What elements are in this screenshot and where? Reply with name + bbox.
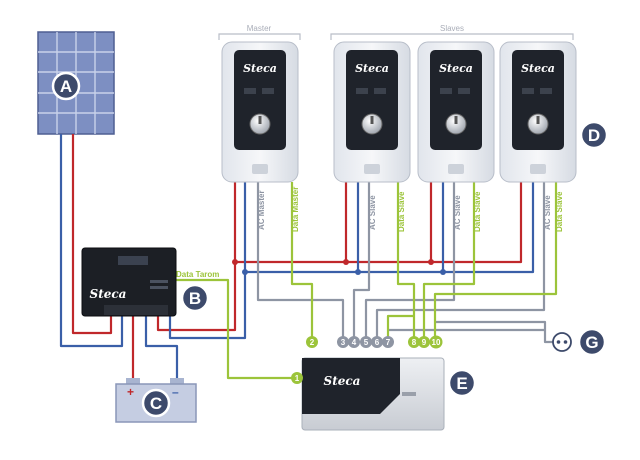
data-e-port7: [386, 314, 414, 342]
port-6: 6: [371, 336, 383, 348]
label-ac-slave-1: AC Slave: [368, 195, 377, 230]
svg-text:A: A: [60, 77, 72, 96]
ac-slave2-wire: [364, 182, 456, 342]
svg-text:1: 1: [295, 374, 300, 383]
svg-text:C: C: [150, 394, 162, 413]
port-3: 3: [337, 336, 349, 348]
port-9: 9: [418, 336, 430, 348]
control-box: Steca: [301, 357, 445, 431]
inverter-slave-1: Steca: [333, 41, 411, 183]
ac-master-wire: [256, 182, 345, 342]
dc-bus-positive: [156, 182, 523, 332]
port-4: 4: [348, 336, 360, 348]
inverter-brand: Steca: [521, 62, 555, 75]
solar-negative-wire: [59, 134, 124, 348]
ac-slave1-wire: [352, 182, 371, 342]
svg-text:D: D: [588, 126, 600, 145]
ac-out-wire: [436, 320, 560, 344]
port-1: 1: [291, 372, 303, 384]
label-ac-master: AC Master: [257, 190, 266, 230]
port-8: 8: [408, 336, 420, 348]
dc-bus-negative: [168, 182, 535, 340]
battery-negative-wire: [144, 315, 179, 382]
badge-a: A: [51, 71, 81, 101]
slaves-bracket: [330, 33, 574, 40]
inverter-slave-2: Steca: [417, 41, 495, 183]
svg-text:5: 5: [364, 338, 369, 347]
inverter-master: Steca: [221, 41, 299, 183]
port-markers: 1 2 3 4 5 6 7 8 9 10: [291, 335, 443, 384]
svg-text:4: 4: [352, 338, 357, 347]
solar-positive-wire: [71, 134, 113, 335]
port-5: 5: [360, 336, 372, 348]
label-ac-slave-2: AC Slave: [453, 195, 462, 230]
data-tarom-wire: [175, 278, 298, 380]
port-2: 2: [306, 336, 318, 348]
inverter-brand: Steca: [355, 62, 389, 75]
data-master-wire: [290, 182, 314, 342]
master-group-label: Master: [247, 24, 272, 33]
svg-text:E: E: [456, 374, 467, 393]
slaves-group-label: Slaves: [440, 24, 464, 33]
label-data-tarom: Data Tarom: [176, 270, 219, 279]
badge-c: C: [141, 388, 171, 418]
svg-text:G: G: [585, 333, 598, 352]
label-data-slave-3: Data Slave: [555, 191, 564, 232]
data-slave3-wire: [433, 182, 558, 342]
charge-controller: Steca: [81, 247, 177, 317]
svg-text:9: 9: [422, 338, 427, 347]
ac-outlet-icon: [552, 332, 572, 352]
inverter-brand: Steca: [243, 62, 277, 75]
badge-e: E: [447, 368, 477, 398]
ac-slave3-wire: [375, 182, 546, 342]
master-bracket: [218, 33, 301, 40]
badge-d: D: [579, 120, 609, 150]
data-slave2-wire: [422, 182, 476, 342]
battery-plus-sign: +: [127, 385, 134, 399]
solar-panel: [37, 31, 115, 135]
junction-dots: [232, 259, 446, 275]
badge-b: B: [180, 283, 210, 313]
controller-brand: Steca: [90, 287, 127, 301]
port-10: 10: [429, 335, 443, 349]
svg-text:6: 6: [375, 338, 380, 347]
label-ac-slave-3: AC Slave: [543, 195, 552, 230]
svg-text:3: 3: [341, 338, 346, 347]
svg-text:10: 10: [432, 338, 441, 347]
inverter-brand: Steca: [439, 62, 473, 75]
inverter-slave-3: Steca: [499, 41, 577, 183]
svg-text:8: 8: [412, 338, 417, 347]
box-brand: Steca: [324, 374, 361, 388]
battery-minus-sign: –: [172, 385, 179, 399]
port-7: 7: [382, 336, 394, 348]
badge-g: G: [577, 327, 607, 357]
data-slave1-wire: [396, 182, 416, 342]
label-data-slave-1: Data Slave: [397, 191, 406, 232]
label-data-slave-2: Data Slave: [473, 191, 482, 232]
label-data-master: Data Master: [291, 187, 300, 232]
svg-text:2: 2: [310, 338, 315, 347]
svg-text:B: B: [189, 289, 201, 308]
svg-text:7: 7: [386, 338, 391, 347]
